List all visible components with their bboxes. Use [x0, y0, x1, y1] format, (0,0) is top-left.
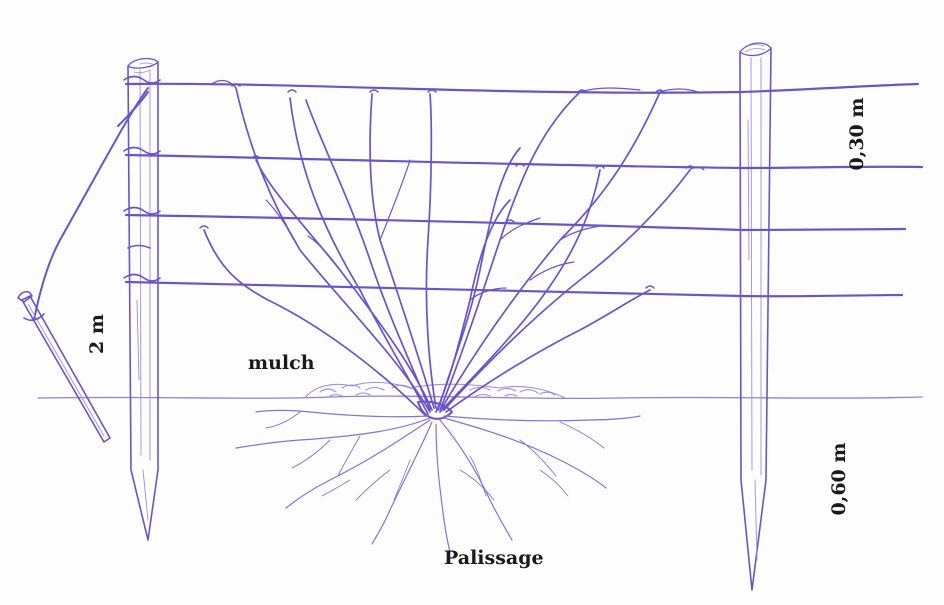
- plant-branches: [203, 79, 705, 417]
- root-system: [235, 409, 641, 553]
- wire-wraps: [123, 75, 161, 282]
- left-post: [127, 57, 159, 541]
- post-depth-label: 0,60 m: [828, 442, 850, 516]
- mulch-label: mulch: [248, 352, 315, 374]
- palissage-caption: Palissage: [444, 547, 544, 569]
- wire-spacing-label: 0,30 m: [846, 97, 868, 171]
- anchor-stake: [17, 290, 111, 443]
- branch-ties: [199, 83, 695, 289]
- ground-line: [37, 395, 923, 400]
- mulch-mound: [304, 381, 566, 399]
- height-label: 2 m: [86, 314, 108, 354]
- wire-3: [124, 213, 907, 232]
- plant-crown: [417, 400, 453, 420]
- trellis-wires: [124, 82, 924, 298]
- wire-4: [124, 280, 904, 298]
- wire-1: [124, 82, 920, 94]
- brace-wire: [33, 87, 149, 321]
- right-post: [739, 42, 772, 591]
